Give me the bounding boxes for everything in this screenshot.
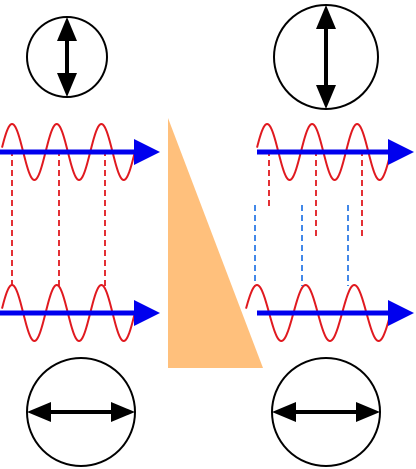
prism-layer: [168, 118, 263, 368]
polarization-indicator-bottom-left: [26, 357, 136, 467]
wave-upper-left: [1, 122, 137, 182]
wave-upper-right: [256, 122, 393, 182]
wave-lower-right: [245, 283, 393, 343]
wave-lower-left: [1, 283, 137, 343]
indicator-arrowhead-down: [57, 73, 77, 97]
beam-arrow: [257, 300, 414, 326]
indicator-arrowhead-left: [27, 402, 51, 422]
polarization-indicators: [26, 4, 381, 467]
beam-arrow: [257, 139, 414, 165]
indicator-arrowhead-up: [57, 17, 77, 41]
polarization-indicator-bottom-right: [271, 357, 381, 467]
prism-wedge: [168, 118, 263, 368]
indicator-arrowhead-left: [272, 402, 296, 422]
beam-arrowhead: [388, 300, 414, 326]
beam-arrowhead: [134, 300, 160, 326]
polarization-indicator-top-left: [26, 16, 108, 98]
beam-arrow: [0, 139, 160, 165]
wave-layer: [1, 122, 393, 343]
polarization-indicator-top-right: [273, 4, 379, 110]
beam-arrowhead: [134, 139, 160, 165]
beam-arrowhead: [388, 139, 414, 165]
indicator-arrowhead-down: [316, 85, 336, 109]
indicator-arrowhead-right: [356, 402, 380, 422]
beam-arrows: [0, 139, 414, 326]
phase-guide-lines: [11, 150, 363, 286]
beam-arrow: [0, 300, 160, 326]
indicator-arrowhead-up: [316, 5, 336, 29]
indicator-arrowhead-right: [111, 402, 135, 422]
